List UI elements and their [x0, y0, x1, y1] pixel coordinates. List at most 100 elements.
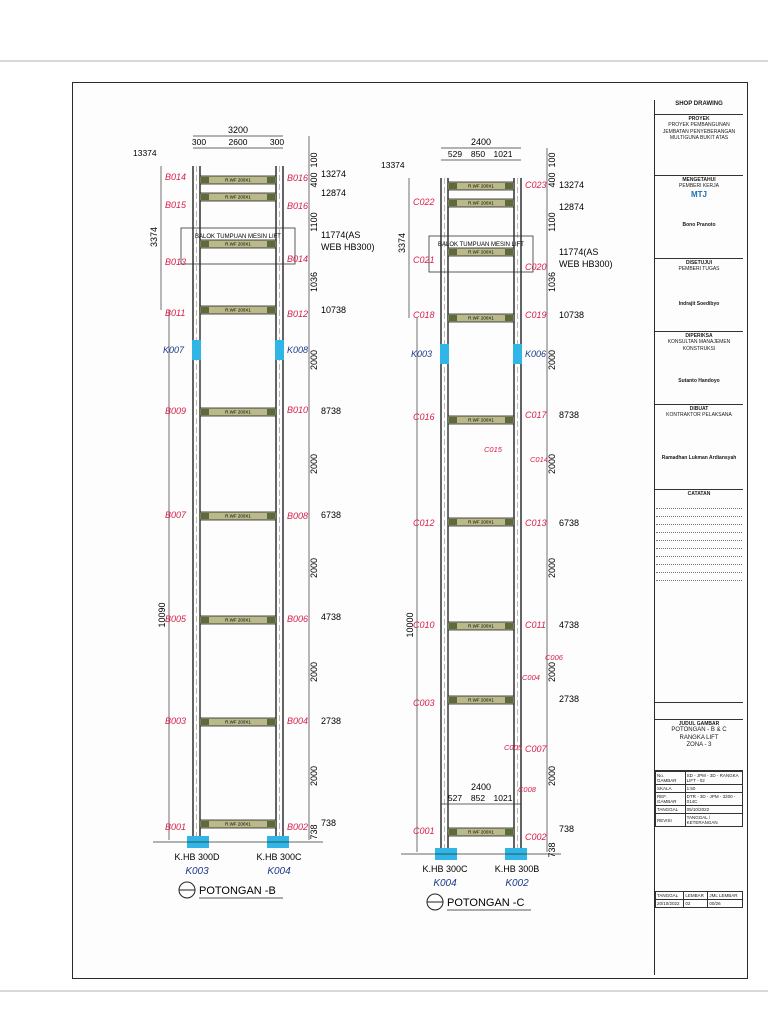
- beam-label: R.WF 200X1: [468, 830, 494, 835]
- top-level-label: 13374: [133, 148, 157, 158]
- beam-label: R.WF 200X1: [225, 514, 251, 519]
- top-dimension: 300: [192, 137, 206, 147]
- post-tag: K008: [287, 345, 308, 355]
- beam-label: R.WF 200X1: [468, 201, 494, 206]
- right-dimension: 2000: [309, 766, 319, 786]
- column-tag: K002: [505, 878, 529, 889]
- extra-tag: C004: [522, 673, 540, 682]
- elevation-label: 8738: [321, 406, 341, 416]
- elevation-label: 12874: [321, 188, 346, 198]
- beam-end: [505, 200, 513, 206]
- beam-label: R.WF 200X1: [225, 618, 251, 623]
- beam: [447, 247, 515, 257]
- beam-end: [449, 200, 457, 206]
- checked-label: DIPERIKSA: [685, 333, 713, 339]
- owner-label: MENGETAHUI: [682, 177, 716, 183]
- proyek-name: PROYEK PEMBANGUNAN JEMBATAN PENYEBERANGA…: [662, 122, 736, 141]
- beam-end: [267, 177, 275, 183]
- level-tag: C021: [413, 255, 435, 265]
- post-tag: K007: [163, 345, 185, 355]
- extra-tag: C005: [504, 743, 523, 752]
- top-dimension: 300: [270, 137, 284, 147]
- level-tag: C020: [525, 262, 547, 272]
- contractor-label: DIBUAT: [689, 406, 709, 412]
- beam-end: [505, 829, 513, 835]
- top-dimension: 850: [471, 149, 485, 159]
- post-highlight: [513, 344, 522, 364]
- height-dimension: 10090: [157, 602, 167, 627]
- right-dimension: 1036: [309, 272, 319, 292]
- level-tag: B007: [165, 510, 187, 520]
- machine-beam-box: [180, 227, 296, 265]
- bottom-dimension: 2400: [471, 782, 491, 792]
- post-highlight: [275, 340, 284, 360]
- beam-end: [267, 194, 275, 200]
- section-caption: POTONGAN -C: [447, 897, 524, 909]
- beam-end: [449, 697, 457, 703]
- level-tag: B003: [165, 716, 186, 726]
- level-tag: B016: [287, 173, 308, 183]
- beam-end: [505, 417, 513, 423]
- elevation-label: 4738: [559, 620, 579, 630]
- beam-end: [449, 623, 457, 629]
- level-tag: B004: [287, 716, 308, 726]
- beam-end: [201, 617, 209, 623]
- level-tag: C010: [413, 620, 435, 630]
- level-tag: B006: [287, 614, 308, 624]
- extra-tag: C015: [484, 445, 503, 454]
- proyek-label: PROYEK: [688, 116, 710, 122]
- right-dimension: 2000: [309, 558, 319, 578]
- beam-label: R.WF 200X1: [468, 624, 494, 629]
- level-tag: C001: [413, 826, 435, 836]
- beam-label: R.WF 200X1: [225, 822, 251, 827]
- beam-end: [505, 519, 513, 525]
- top-dimension: 2400: [471, 137, 491, 147]
- level-tag: B015: [165, 200, 187, 210]
- level-tag: C023: [525, 180, 547, 190]
- beam-label: R.WF 200X1: [225, 720, 251, 725]
- top-dimension: 2600: [229, 137, 248, 147]
- level-tag: B014: [287, 254, 308, 264]
- right-dimension: 1036: [547, 272, 557, 292]
- beam-label: R.WF 200X1: [225, 242, 251, 247]
- beam-end: [201, 194, 209, 200]
- top-dimension: 3200: [228, 125, 248, 135]
- level-tag: C012: [413, 518, 435, 528]
- elevation-label: 738: [559, 824, 574, 834]
- post-tag: K003: [411, 349, 432, 359]
- height-dimension: 3374: [397, 233, 407, 253]
- beam: [447, 181, 515, 191]
- beam-end: [449, 829, 457, 835]
- beam-end: [505, 697, 513, 703]
- right-dimension: 2000: [309, 662, 319, 682]
- post-highlight: [440, 344, 449, 364]
- level-tag: B011: [165, 308, 185, 318]
- beam: [199, 192, 277, 202]
- right-dimension: 2000: [309, 350, 319, 370]
- judul-label: JUDUL GAMBAR: [678, 721, 720, 727]
- beam-end: [201, 241, 209, 247]
- top-dimension: 529: [448, 149, 462, 159]
- beam-end: [505, 315, 513, 321]
- beam: [447, 198, 515, 208]
- beam-end: [449, 417, 457, 423]
- bottom-dimension: 852: [471, 793, 485, 803]
- elevation-label: 738: [321, 818, 336, 828]
- elevation-label: 2738: [321, 716, 341, 726]
- top-level-label: 13374: [381, 160, 405, 170]
- judul-line: POTONGAN - B & C: [671, 727, 727, 734]
- level-tag: C018: [413, 310, 435, 320]
- drawing-sheet: [72, 82, 748, 979]
- column-tag: K004: [433, 878, 457, 889]
- beam-end: [201, 409, 209, 415]
- title-block: SHOP DRAWING PROYEK PROYEK PEMBANGUNAN J…: [654, 100, 744, 975]
- owner-logo: MTJ: [691, 189, 707, 199]
- beam-label: R.WF 200X1: [225, 178, 251, 183]
- contractor-person: Ramadhan Lukman Ardiansyah: [661, 454, 737, 461]
- beam-label: R.WF 200X1: [468, 316, 494, 321]
- beam-label: R.WF 200X1: [225, 308, 251, 313]
- column-tag: K003: [185, 866, 209, 877]
